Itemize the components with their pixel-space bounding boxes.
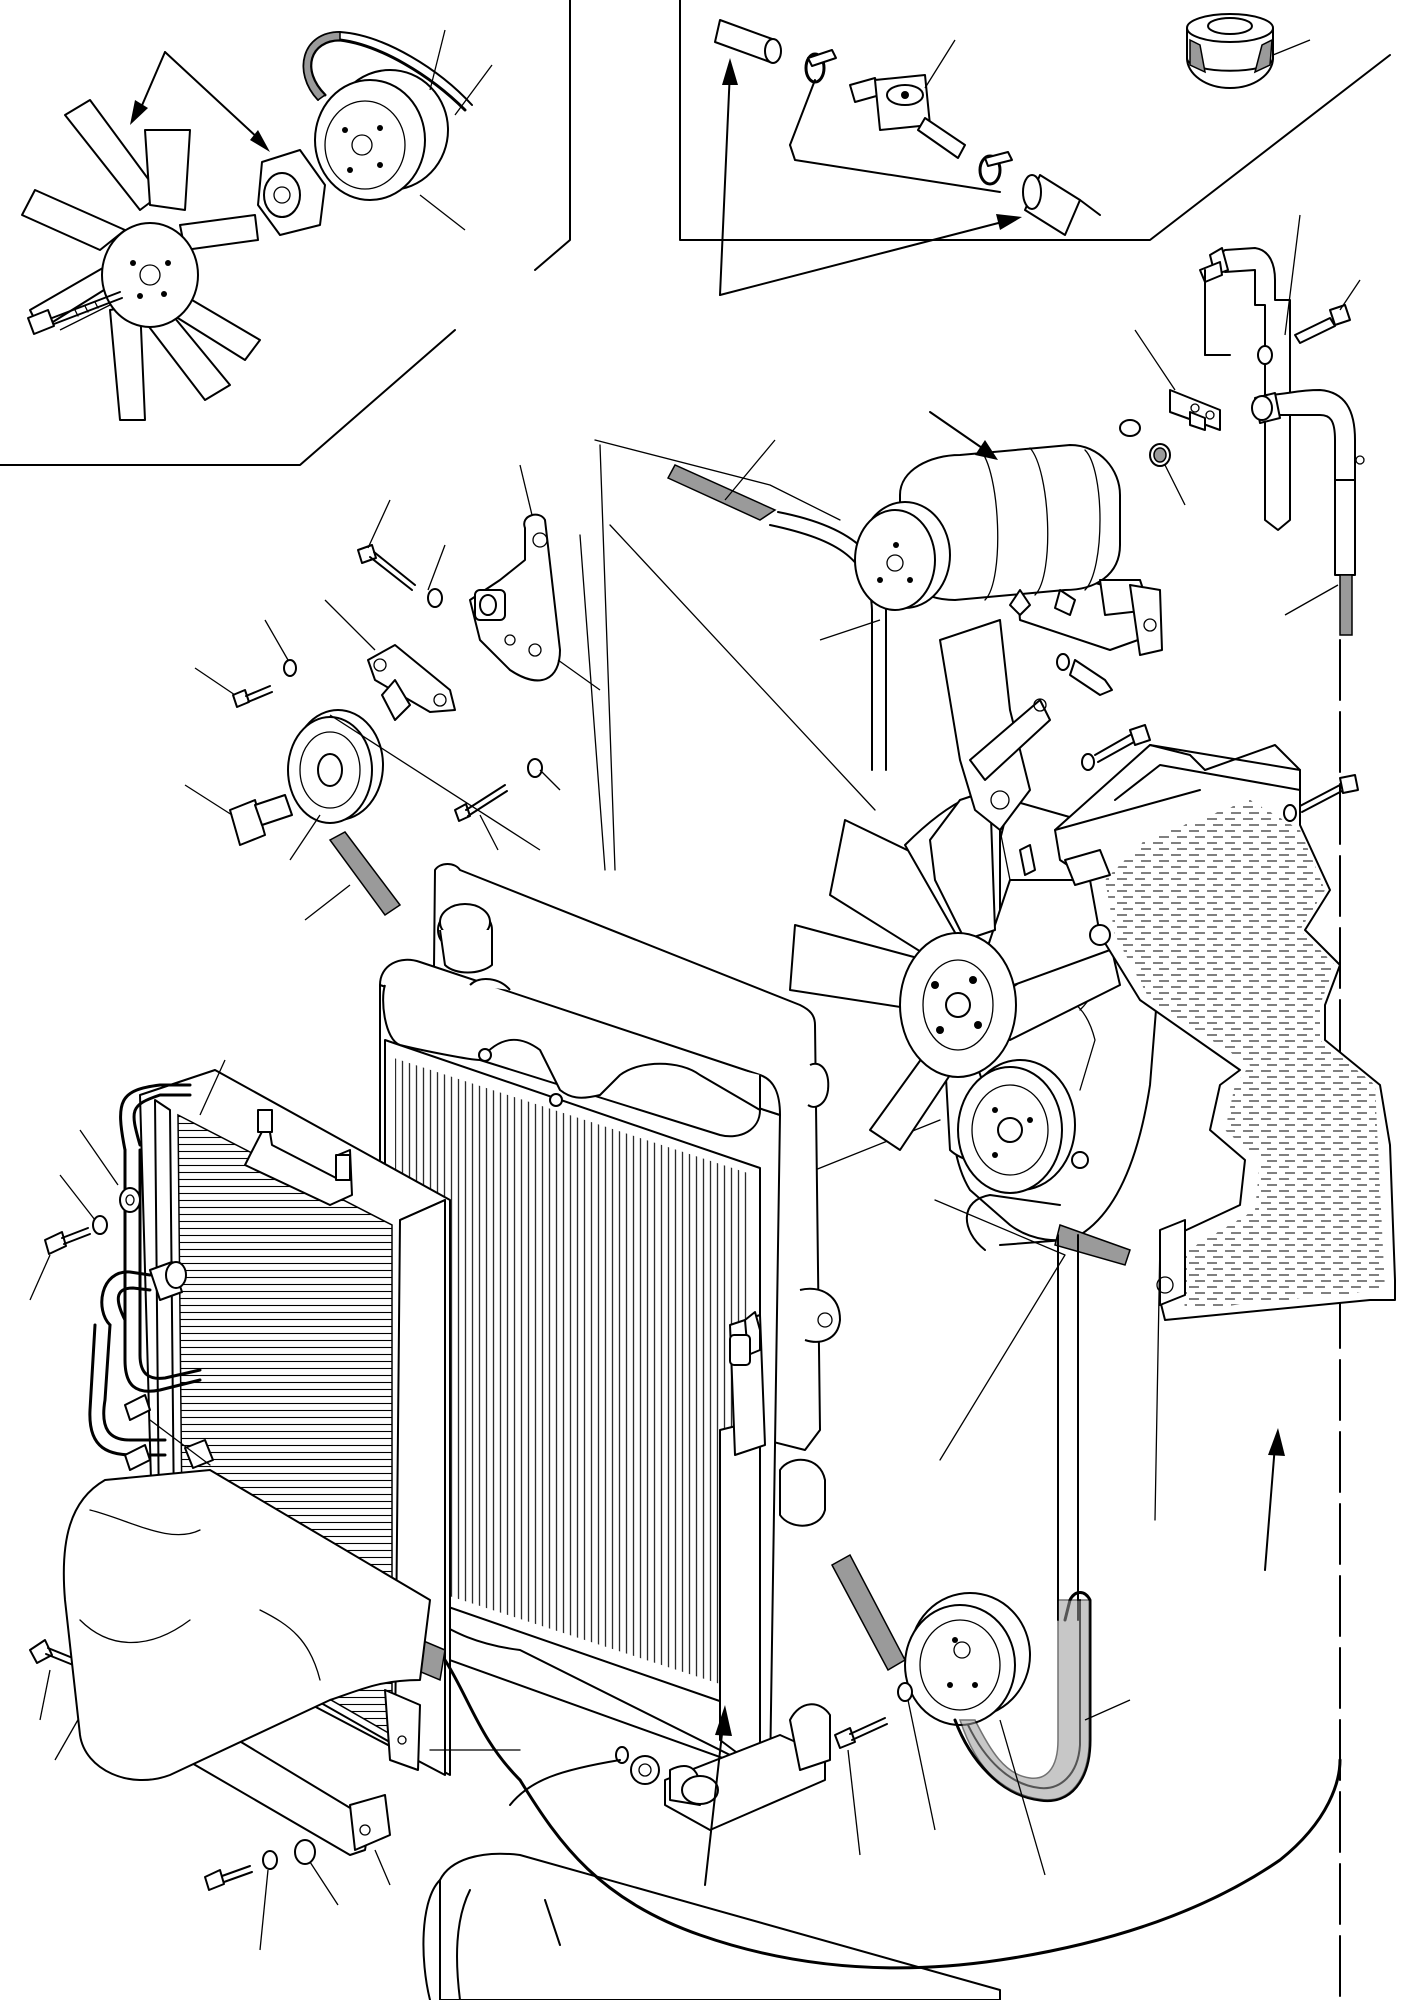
- inset-hose-valve: [679, 0, 1391, 296]
- hose-loop-bottom: [443, 1658, 1342, 1970]
- fan-bolt-inset: [27, 291, 123, 335]
- crankshaft-pulley-main: [957, 1059, 1076, 1194]
- ac-fixing-bolts: [1257, 304, 1351, 365]
- radiator-base: [615, 1703, 831, 1831]
- spacer-hub-inset: [257, 149, 326, 236]
- fan-shroud: [1054, 744, 1396, 1321]
- inset-border-right: [534, 0, 571, 271]
- oil-cooler-pipes: [88, 1083, 214, 1471]
- adjusting-link: [367, 644, 456, 721]
- shoulder-bolt: [229, 794, 293, 846]
- ac-lines: [1119, 214, 1365, 2000]
- fan-blades-inset: [21, 99, 261, 421]
- radiator: [379, 863, 841, 1831]
- arrows-hose: [719, 58, 1022, 296]
- water-pump-pulley-inset: [314, 69, 449, 201]
- ac-leaders: [1134, 214, 1361, 616]
- shroud-bracket: [719, 1311, 766, 1756]
- tension-bracket: [469, 513, 561, 682]
- belt-lower-main: [953, 1591, 1092, 1803]
- arrow-shroud: [1264, 1428, 1285, 1571]
- inset-border-bottom: [0, 329, 456, 466]
- arrow-radiator-bottom: [704, 1705, 732, 1886]
- inset-fan-assembly: [0, 0, 571, 466]
- alternator-belt-drive: [965, 1194, 1131, 1621]
- filter-element: [1186, 13, 1311, 89]
- bolts-washers-idler: [232, 544, 543, 822]
- compressor-fixings: [1056, 653, 1151, 771]
- ac-hose-main: [1251, 389, 1365, 636]
- compressor-body: [854, 444, 1163, 656]
- hose-clamp-inset: [804, 49, 1013, 186]
- water-pump-pulley-lower: [830, 1553, 1031, 1749]
- hose-upper-inset: [714, 19, 782, 64]
- leader-line: [59, 304, 111, 331]
- ac-manifold-plate: [1119, 389, 1221, 467]
- leader-line: [429, 29, 446, 91]
- leader-line: [454, 64, 493, 116]
- leaders-idler: [184, 464, 601, 861]
- arrows-inset: [130, 51, 270, 152]
- belt-lower-idler: [304, 831, 402, 921]
- leader-line: [419, 194, 466, 231]
- cooler-top-brackets: [244, 1109, 353, 1206]
- leaders-lower: [847, 1699, 1131, 1876]
- cooler-fixings: [44, 1187, 141, 1255]
- idler-pulley: [287, 709, 384, 824]
- engine-block: [62, 1469, 1001, 2000]
- inset-border-hose: [679, 0, 1391, 241]
- v-belt-upper: [666, 439, 887, 771]
- shroud-fixings: [1283, 774, 1359, 822]
- arrow-compressor: [929, 411, 998, 460]
- idler-pulley-assembly: [184, 464, 601, 921]
- water-valve-inset: [849, 74, 966, 159]
- compressor-and-bracket: [854, 411, 1163, 831]
